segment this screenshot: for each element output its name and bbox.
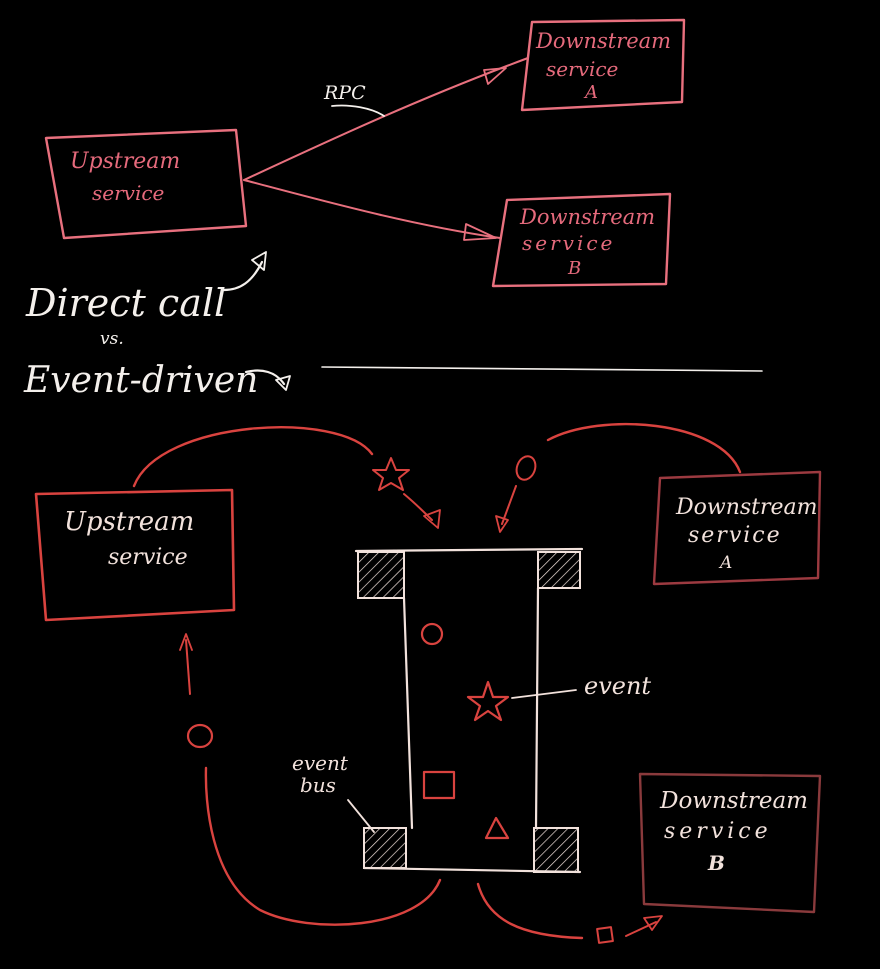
top-downstream-a-label-3: A <box>583 82 598 103</box>
bottom-downstream-a-label-1: Downstream <box>675 495 818 520</box>
bus-cap-top-left <box>357 551 405 599</box>
top-upstream-box: Upstream service <box>44 128 248 240</box>
bus-cap-bottom-right <box>533 827 579 873</box>
top-downstream-b-label-2: service <box>522 231 615 255</box>
rpc-label-text: RPC <box>323 82 366 104</box>
section-divider <box>321 366 763 372</box>
consumed-square-icon <box>596 926 614 944</box>
bus-label-pointer <box>347 799 375 833</box>
top-downstream-b-label-3: B <box>567 258 581 279</box>
published-star-icon <box>372 457 410 491</box>
top-upstream-label-1: Upstream <box>70 149 180 174</box>
top-upstream-label-2: service <box>92 181 164 205</box>
triangle-event-icon <box>484 816 510 840</box>
bottom-downstream-b-box: Downstream service B <box>638 772 822 914</box>
downstream-b-consume-flow <box>476 882 663 944</box>
top-downstream-b-box: Downstream service B <box>491 192 672 288</box>
bottom-downstream-a-label-2: service <box>688 523 782 548</box>
rpc-arrow-to-a <box>243 57 529 181</box>
bottom-downstream-b-label-2: service <box>664 819 772 844</box>
circle-event-icon <box>420 622 444 646</box>
top-downstream-a-box: Downstream service A <box>520 18 686 112</box>
downstream-a-publish-flow <box>495 422 742 533</box>
event-driven-pointer-arrow <box>244 369 286 386</box>
bottom-upstream-label-2: service <box>108 545 188 570</box>
event-label-pointer <box>511 689 577 699</box>
legend: Direct call vs. Event-driven <box>23 251 763 401</box>
rpc-arrow-to-b <box>243 179 501 241</box>
bottom-upstream-label-1: Upstream <box>64 507 194 537</box>
square-event-icon <box>422 770 456 800</box>
top-downstream-a-label-2: service <box>546 57 618 81</box>
bottom-downstream-a-box: Downstream service A <box>652 470 822 586</box>
direct-call-pointer-arrow <box>222 260 264 292</box>
upstream-publish-flow <box>132 426 441 529</box>
bottom-downstream-a-label-3: A <box>718 553 732 573</box>
legend-event-driven: Event-driven <box>23 360 258 401</box>
bus-label-2: bus <box>300 773 336 797</box>
star-event-icon <box>466 680 510 722</box>
bus-cap-top-right <box>537 551 581 589</box>
event-bus <box>354 547 584 874</box>
upstream-consume-flow <box>179 633 442 926</box>
legend-direct-call: Direct call <box>25 281 226 325</box>
published-circle-icon <box>515 455 537 481</box>
bus-cap-bottom-left <box>363 827 407 869</box>
bottom-downstream-b-label-3: B <box>707 851 725 875</box>
legend-vs: vs. <box>100 329 124 349</box>
consumed-circle-icon <box>186 723 214 749</box>
top-downstream-a-label-1: Downstream <box>535 29 671 53</box>
event-label: event <box>584 672 651 700</box>
bottom-upstream-box: Upstream service <box>34 488 236 622</box>
bus-label-1: event <box>292 751 349 775</box>
top-downstream-b-label-1: Downstream <box>519 205 655 229</box>
rpc-label: RPC <box>323 82 385 117</box>
bottom-downstream-b-label-1: Downstream <box>659 788 808 814</box>
